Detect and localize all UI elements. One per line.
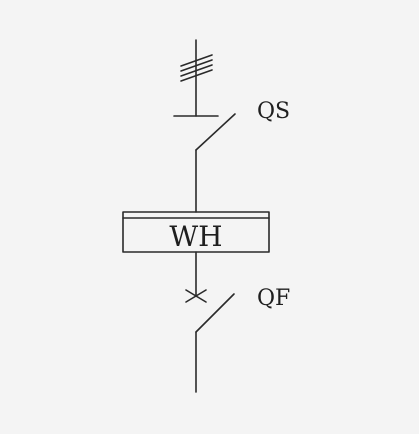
circuit-breaker-qf-symbol [185,251,235,393]
multi-conductor-hatch-icon [180,54,213,82]
breaker-label: QF [257,286,290,311]
disconnector-qs-symbol [173,113,236,213]
disconnector-label: QS [257,99,290,124]
meter-label: WH [169,220,222,253]
